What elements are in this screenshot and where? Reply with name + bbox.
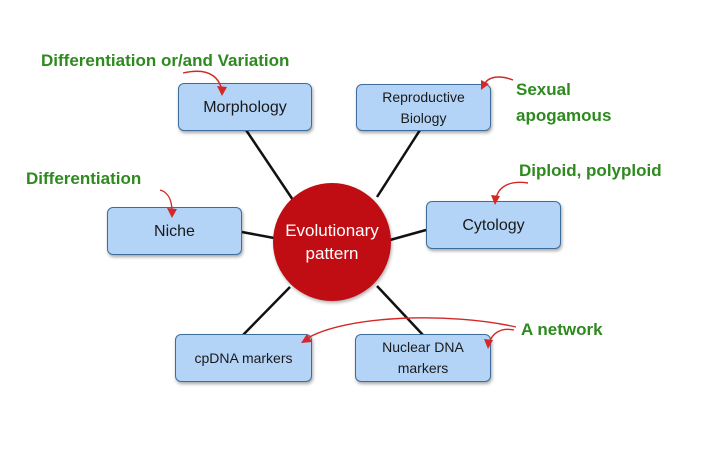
morphology-node: Morphology bbox=[178, 83, 312, 131]
reproductive-biology-node: Reproductive Biology bbox=[356, 84, 491, 131]
arrow-reproductive-head bbox=[481, 80, 489, 90]
niche-node: Niche bbox=[107, 207, 242, 255]
cpdna-markers-node: cpDNA markers bbox=[175, 334, 312, 382]
arrow-morphology-head bbox=[217, 86, 227, 96]
arrow-dna-cpdna-head bbox=[301, 334, 312, 343]
connector-niche bbox=[241, 230, 275, 240]
morphology-annotation: Differentiation or/and Variation bbox=[41, 51, 290, 70]
cytology-node: Cytology bbox=[426, 201, 561, 249]
arrow-dna-nuclear-head bbox=[484, 339, 493, 349]
connector-morphology bbox=[244, 129, 295, 201]
arrow-cytology-head bbox=[491, 195, 500, 205]
connector-reproductive bbox=[375, 129, 422, 198]
arrow-morphology bbox=[182, 70, 223, 91]
reproductive-annotation: Sexual apogamous bbox=[516, 80, 612, 125]
arrow-dna-nuclear bbox=[488, 328, 515, 344]
dna-annotation: A network bbox=[521, 320, 603, 339]
cytology-annotation: Diploid, polyploid bbox=[519, 161, 662, 180]
connector-nuclear bbox=[376, 285, 424, 336]
niche-annotation: Differentiation bbox=[26, 169, 142, 188]
nuclear-dna-markers-node: Nuclear DNA markers bbox=[355, 334, 491, 382]
arrow-niche-head bbox=[167, 208, 177, 218]
connector-cpdna bbox=[242, 286, 291, 336]
evolutionary-pattern-node: Evolutionary pattern bbox=[273, 183, 391, 301]
arrow-cytology bbox=[495, 181, 529, 201]
arrow-dna-cpdna bbox=[305, 317, 517, 340]
connector-cytology bbox=[389, 228, 427, 242]
